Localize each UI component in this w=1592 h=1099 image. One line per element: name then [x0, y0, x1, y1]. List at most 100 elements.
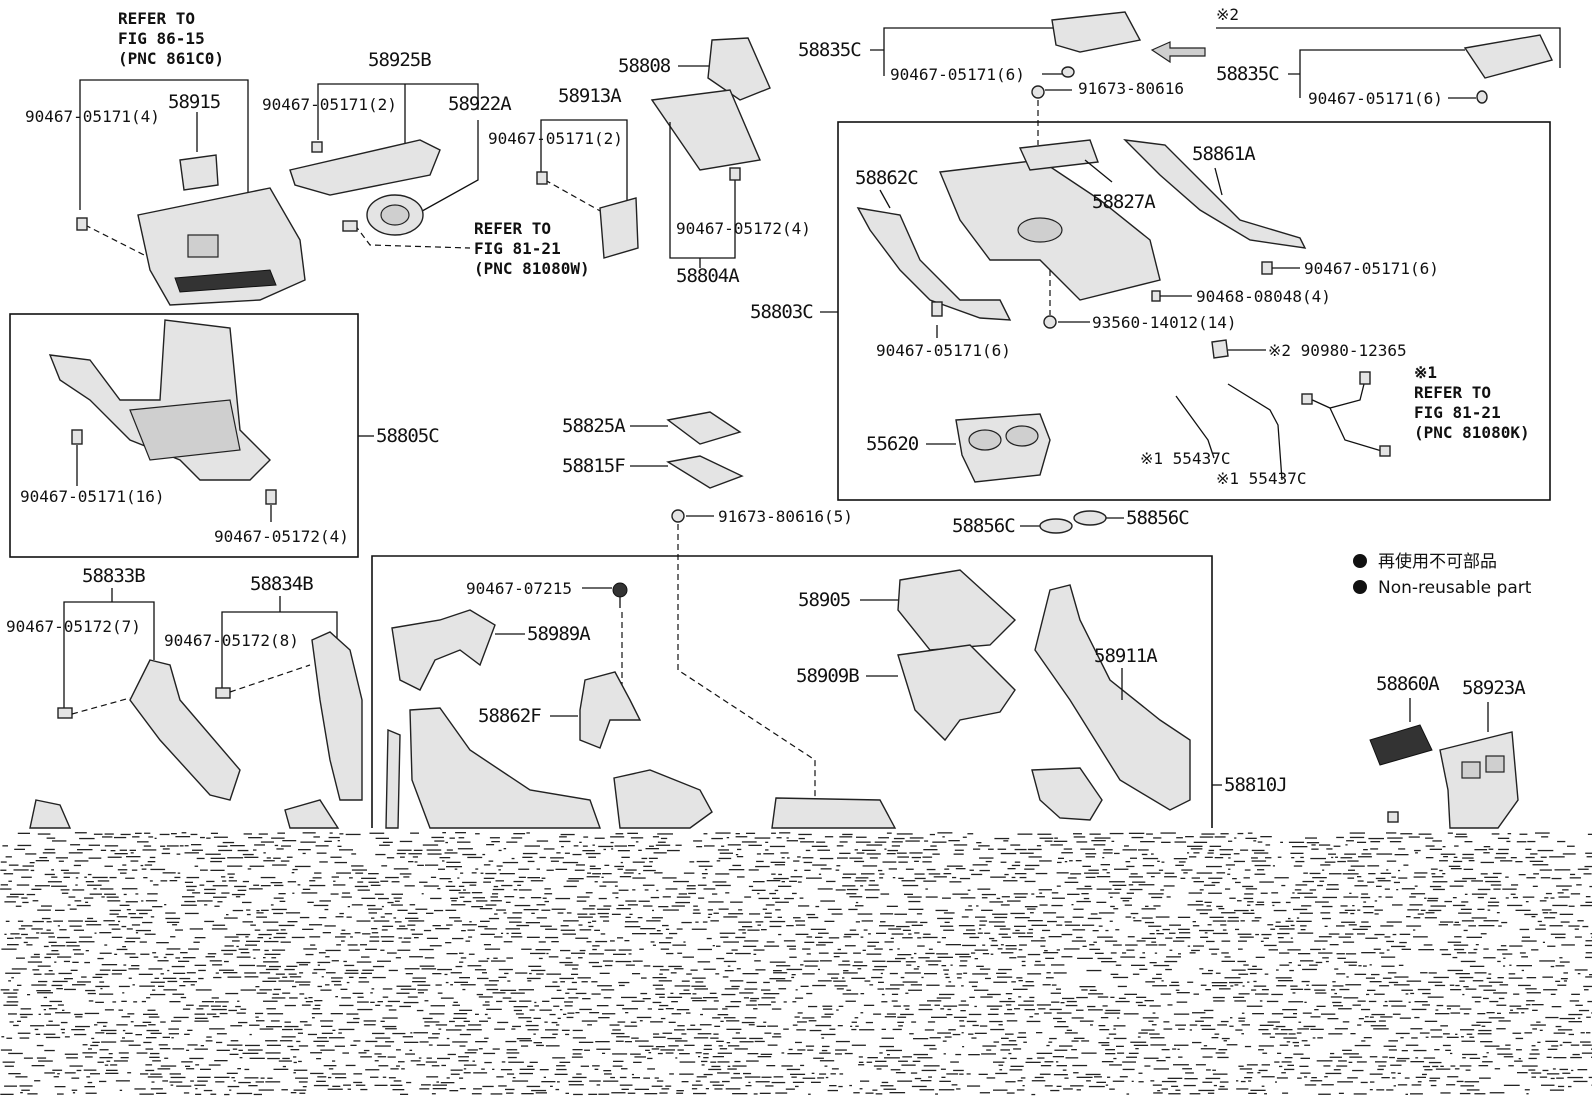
noise-mark	[271, 997, 286, 999]
noise-mark	[1199, 836, 1214, 838]
noise-mark	[910, 957, 914, 959]
noise-mark	[1429, 885, 1442, 888]
noise-mark	[1062, 1069, 1067, 1071]
noise-mark	[1252, 1013, 1264, 1015]
noise-mark	[881, 1081, 889, 1084]
noise-mark	[802, 1017, 815, 1019]
noise-mark	[245, 1044, 260, 1047]
noise-mark	[438, 1028, 442, 1030]
noise-mark	[575, 864, 585, 866]
noise-mark	[565, 1033, 570, 1036]
noise-mark	[321, 1025, 333, 1027]
noise-mark	[336, 944, 341, 946]
noise-mark	[1257, 869, 1265, 871]
noise-mark	[235, 896, 241, 898]
noise-mark	[452, 1041, 468, 1043]
leader-58915-bracket	[79, 79, 249, 210]
noise-mark	[419, 948, 434, 951]
noise-mark	[1260, 836, 1272, 838]
noise-mark	[1587, 833, 1592, 835]
noise-mark	[542, 1000, 550, 1002]
noise-mark	[206, 880, 215, 883]
noise-mark	[260, 1077, 265, 1079]
noise-mark	[1246, 1064, 1258, 1066]
noise-mark	[1370, 848, 1379, 850]
noise-mark	[519, 897, 525, 899]
noise-mark	[1187, 852, 1190, 854]
noise-mark	[126, 937, 141, 939]
noise-mark	[369, 936, 380, 938]
noise-mark	[1163, 885, 1175, 887]
noise-mark	[462, 924, 477, 926]
noise-mark	[1459, 1092, 1471, 1095]
noise-mark	[1208, 877, 1223, 879]
noise-mark	[1290, 985, 1298, 987]
noise-mark	[990, 876, 1006, 878]
noise-mark	[120, 833, 131, 836]
noise-mark	[761, 989, 771, 991]
noise-mark	[11, 968, 27, 970]
noise-mark	[467, 856, 483, 859]
noise-mark	[196, 1008, 204, 1010]
noise-mark	[30, 869, 35, 872]
noise-mark	[121, 925, 127, 928]
noise-mark	[214, 905, 220, 907]
noise-mark	[639, 948, 644, 950]
noise-mark	[922, 936, 938, 939]
noise-mark	[521, 1045, 529, 1047]
noise-mark	[769, 845, 786, 848]
noise-mark	[839, 852, 851, 854]
noise-mark	[1452, 897, 1457, 899]
noise-mark	[1177, 1048, 1180, 1050]
noise-mark	[572, 853, 582, 856]
noise-mark	[632, 973, 641, 975]
noise-mark	[1398, 848, 1406, 850]
noise-mark	[1261, 933, 1272, 936]
noise-mark	[99, 993, 114, 995]
noise-mark	[312, 1017, 315, 1019]
noise-mark	[1288, 1033, 1296, 1035]
noise-mark	[624, 1041, 632, 1043]
noise-mark	[295, 1077, 308, 1079]
noise-mark	[204, 888, 216, 891]
noise-mark	[461, 930, 466, 932]
noise-mark	[1175, 937, 1191, 939]
noise-mark	[1360, 1081, 1368, 1084]
noise-mark	[878, 981, 884, 983]
noise-mark	[1562, 1072, 1571, 1074]
noise-mark	[1486, 1052, 1489, 1054]
noise-mark	[1480, 873, 1488, 875]
noise-mark	[462, 988, 466, 991]
noise-mark	[23, 1057, 33, 1059]
noise-mark	[40, 932, 54, 934]
noise-mark	[886, 1049, 902, 1052]
noise-mark	[628, 845, 635, 847]
noise-mark	[1532, 864, 1549, 866]
noise-mark	[876, 1068, 882, 1070]
noise-mark	[604, 864, 610, 866]
noise-mark	[82, 1052, 97, 1054]
noise-mark	[511, 936, 523, 938]
noise-mark	[312, 1008, 321, 1010]
noise-mark	[518, 989, 534, 991]
label-90467-05172-8: 90467-05172(8)	[164, 631, 299, 650]
noise-mark	[710, 1061, 717, 1063]
clip-58862C	[931, 301, 943, 317]
noise-mark	[1154, 952, 1158, 954]
noise-mark	[296, 1040, 301, 1043]
noise-mark	[1238, 973, 1249, 975]
noise-mark	[1050, 844, 1063, 846]
noise-mark	[309, 880, 316, 882]
noise-mark	[860, 1080, 870, 1082]
noise-mark	[62, 1009, 65, 1011]
noise-mark	[539, 1069, 549, 1071]
noise-mark	[478, 925, 488, 928]
noise-mark	[1126, 1056, 1137, 1058]
part-58805C-frame	[129, 399, 241, 461]
noise-mark	[1275, 1025, 1286, 1028]
label-90467-05171-2b: 90467-05171(2)	[488, 129, 623, 148]
noise-mark	[1419, 1032, 1430, 1034]
noise-mark	[445, 841, 448, 844]
noise-mark	[164, 1057, 169, 1059]
noise-mark	[1017, 833, 1033, 835]
